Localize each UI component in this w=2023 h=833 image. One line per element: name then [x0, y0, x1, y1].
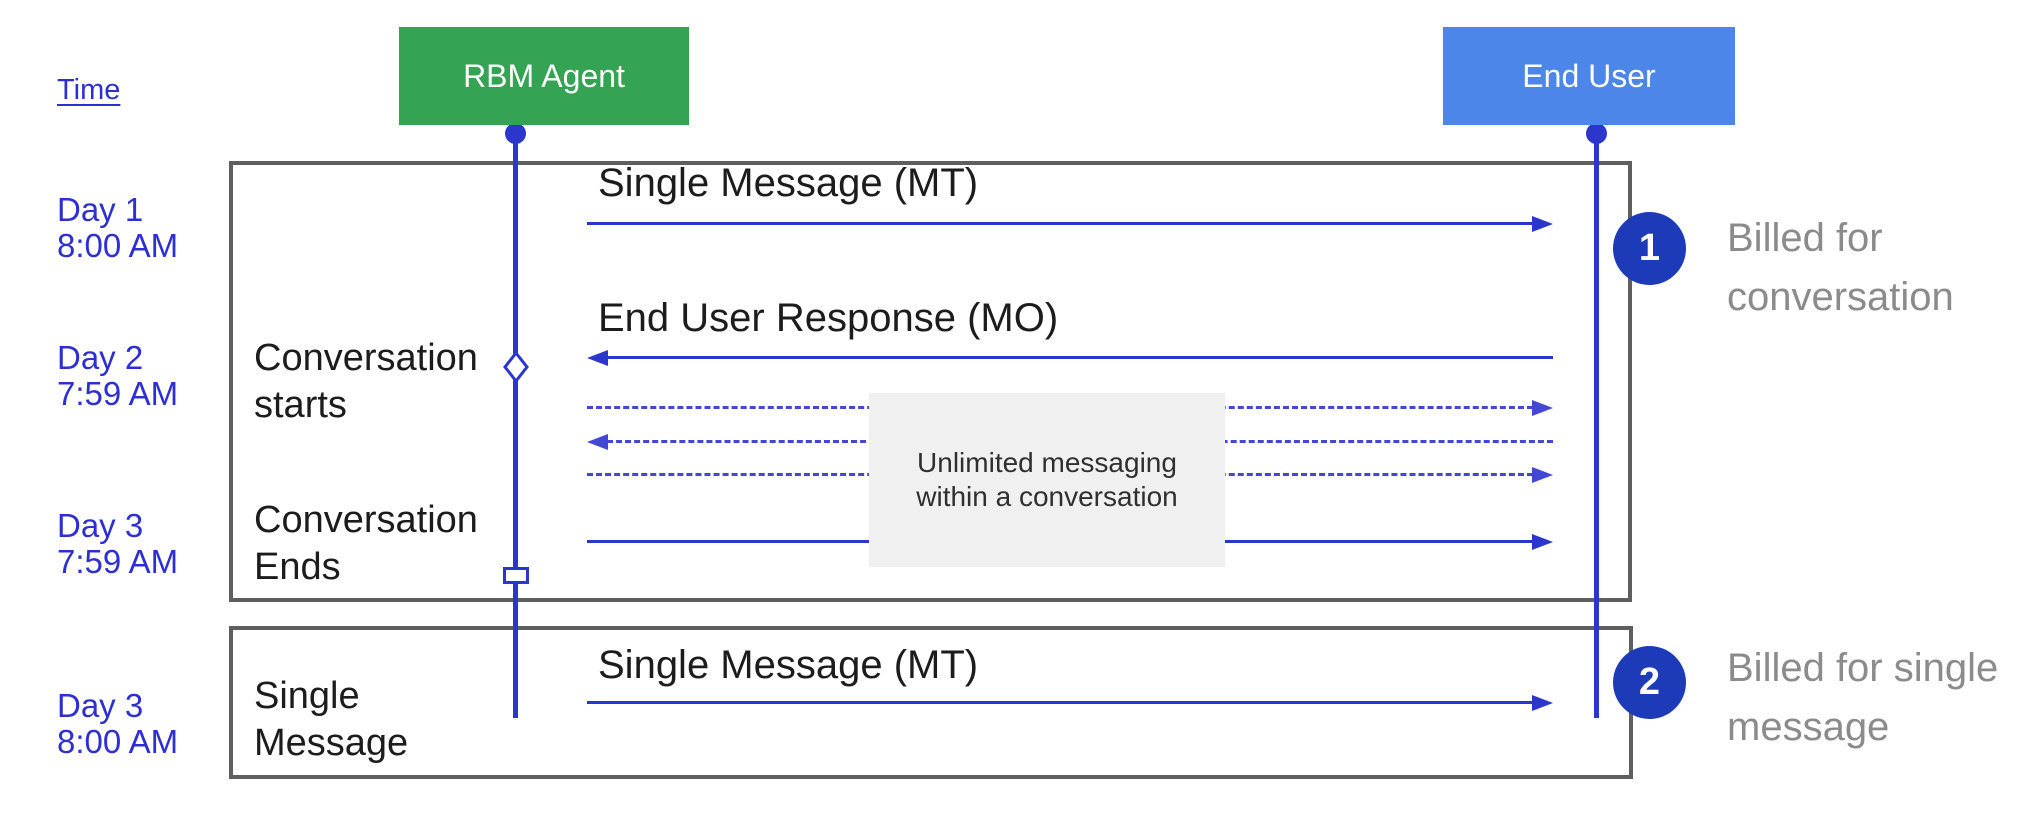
conversation-ends-line1: Conversation [254, 499, 478, 541]
conversation-starts-line2: starts [254, 384, 347, 426]
conversation-ends-label: Conversation Ends [254, 497, 478, 591]
label-single-message-mt-2: Single Message (MT) [598, 643, 979, 687]
billed-conversation-line2: conversation [1727, 275, 1954, 319]
arrow-single-message-mt-2 [587, 695, 1553, 711]
single-message-line1: Single [254, 675, 360, 717]
billed-conversation-line1: Billed for [1727, 216, 1883, 260]
timeline-day3-day: Day 3 [57, 507, 144, 544]
arrow-end-user-response-mo [587, 350, 1553, 366]
conversation-ends-line2: Ends [254, 546, 341, 588]
arrow-single-message-mt [587, 216, 1553, 232]
billed-for-single-message-label: Billed for single message [1727, 639, 1998, 757]
timeline-entry-day3-single: Day 3 8:00 AM [57, 688, 178, 760]
timeline-day3-time: 7:59 AM [57, 543, 179, 580]
timeline-entry-day1: Day 1 8:00 AM [57, 192, 178, 264]
timeline-day1-time: 8:00 AM [57, 227, 179, 264]
billed-single-line2: message [1727, 705, 1890, 749]
timeline-day3b-time: 8:00 AM [57, 723, 179, 760]
single-message-side-label: Single Message [254, 673, 408, 767]
note-line-1: Unlimited messaging [917, 447, 1177, 478]
label-single-message-mt: Single Message (MT) [598, 161, 979, 205]
actor-rbm-agent: RBM Agent [399, 27, 689, 125]
timeline-day3b-day: Day 3 [57, 687, 144, 724]
label-end-user-response-mo: End User Response (MO) [598, 296, 1059, 340]
billing-badge-1: 1 [1613, 212, 1686, 285]
actor-end-user: End User [1443, 27, 1735, 125]
timeline-day2-time: 7:59 AM [57, 375, 179, 412]
conversation-frame [229, 161, 1632, 602]
conversation-starts-label: Conversation starts [254, 335, 478, 429]
conversation-start-diamond-marker [503, 351, 529, 383]
timeline-day2-day: Day 2 [57, 339, 144, 376]
timeline-entry-day3-end: Day 3 7:59 AM [57, 508, 178, 580]
note-line-2: within a conversation [916, 481, 1178, 512]
conversation-end-square-marker [503, 567, 529, 584]
billing-badge-2: 2 [1613, 646, 1686, 719]
time-axis-label: Time [57, 74, 121, 106]
billed-for-conversation-label: Billed for conversation [1727, 209, 1954, 327]
billed-single-line1: Billed for single [1727, 646, 1999, 690]
timeline-entry-day2: Day 2 7:59 AM [57, 340, 178, 412]
unlimited-messaging-note: Unlimited messaging within a conversatio… [869, 393, 1225, 567]
rbm-agent-lifeline [505, 123, 526, 718]
single-message-line2: Message [254, 722, 409, 764]
timeline-day1-day: Day 1 [57, 191, 144, 228]
end-user-lifeline [1586, 123, 1607, 718]
conversation-starts-line1: Conversation [254, 337, 478, 379]
